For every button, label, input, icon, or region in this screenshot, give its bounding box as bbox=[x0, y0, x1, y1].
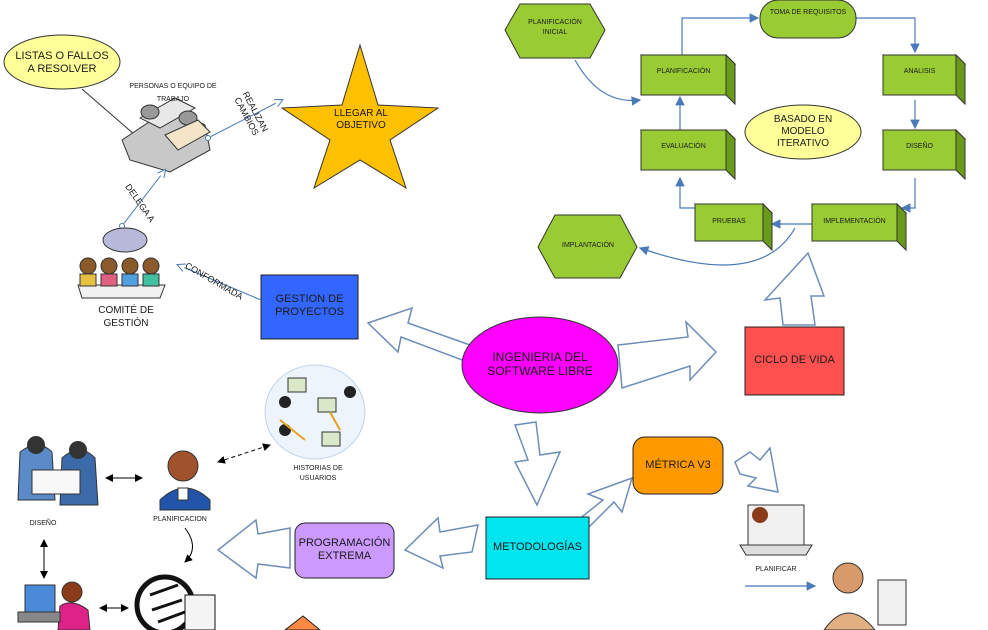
metodologias-box bbox=[485, 516, 590, 580]
lifecycle-boxes bbox=[639, 53, 967, 252]
gestion-label[interactable]: GESTION DE PROYECTOS bbox=[275, 293, 344, 318]
arrow-to-ciclo bbox=[617, 319, 718, 390]
box-analisis bbox=[881, 53, 967, 106]
planificacion-label: PLANIFICACIÓN bbox=[656, 68, 711, 75]
xp-planificacion-label: PLANIFICACION bbox=[153, 516, 207, 523]
planificacion-pruebas-link bbox=[184, 527, 193, 563]
designers-illustration bbox=[17, 436, 99, 506]
historias-planificacion-link bbox=[217, 443, 271, 464]
arrow-to-xp bbox=[403, 516, 479, 570]
arrow-to-planificar bbox=[734, 446, 779, 493]
box-pruebas bbox=[693, 202, 774, 252]
box-diseno bbox=[881, 128, 967, 181]
lifecycle-connectors bbox=[574, 13, 920, 266]
planificar-illustration bbox=[739, 504, 813, 556]
listas-ellipse bbox=[3, 34, 121, 90]
team-illustration bbox=[121, 97, 211, 173]
arrow-from-xp bbox=[216, 518, 291, 580]
gestion-box bbox=[260, 274, 359, 340]
orange-partial-shape bbox=[284, 615, 321, 630]
arrow-to-metodologias bbox=[513, 421, 562, 507]
central-topic-label[interactable]: INGENIERIA DEL SOFTWARE LIBRE bbox=[487, 350, 593, 378]
planificacion-inicial-label: PLANIFICACIÓN INICIAL bbox=[528, 19, 582, 36]
basado-ellipse bbox=[744, 104, 862, 160]
evaluacion-label: EVALUACIÓN bbox=[661, 143, 706, 150]
analisis-label: ANALISIS bbox=[903, 68, 936, 75]
toma-box bbox=[759, 0, 857, 39]
planificacion-person-illustration bbox=[159, 450, 211, 511]
box-evaluacion bbox=[639, 128, 737, 181]
hex-implantacion bbox=[537, 214, 638, 279]
comite-label: COMITÉ DE GESTIÓN bbox=[98, 305, 154, 329]
toma-label: TOMA DE REQUISITOS bbox=[769, 9, 847, 16]
pruebas-label: PRUEBAS bbox=[712, 218, 746, 225]
box-planificacion bbox=[639, 53, 737, 106]
ciclo-label[interactable]: CICLO DE VIDA bbox=[754, 354, 835, 366]
analyst-illustration bbox=[823, 562, 907, 630]
listas-label: LISTAS O FALLOS A RESOLVER bbox=[15, 50, 109, 75]
pruebas-illustration bbox=[134, 574, 216, 630]
objetivo-star bbox=[280, 43, 440, 190]
xp-box bbox=[294, 522, 395, 579]
arrow-to-gestion bbox=[366, 306, 472, 361]
developer-illustration bbox=[17, 581, 91, 630]
objetivo-label: LLEGAR AL OBJETIVO bbox=[334, 108, 388, 131]
historias-illustration bbox=[264, 364, 366, 460]
xp-diseno-label: DISEÑO bbox=[29, 520, 57, 527]
personas-label: PERSONAS O EQUIPO DE TRABAJO bbox=[129, 83, 217, 103]
metodologias-label[interactable]: METODOLOGÍAS bbox=[492, 541, 583, 553]
block-arrows bbox=[216, 251, 826, 580]
metrica-box bbox=[632, 436, 724, 495]
implantacion-label: IMPLANTACIÓN bbox=[562, 242, 614, 249]
metrica-label[interactable]: MÉTRICA V3 bbox=[645, 459, 711, 471]
implementacion-label: IMPLEMENTACIÓN bbox=[823, 218, 886, 225]
ciclo-box bbox=[744, 326, 845, 396]
xp-label[interactable]: PROGRAMACIÓN EXTREMA bbox=[298, 537, 391, 562]
box-implementacion bbox=[810, 202, 908, 252]
arrow-up-lifecycle bbox=[763, 251, 826, 326]
central-topic-ellipse bbox=[461, 316, 619, 414]
historias-label: HISTORIAS DE USUARIOS bbox=[293, 465, 343, 482]
diseno-label: DISEÑO bbox=[906, 143, 933, 150]
basado-label: BASADO EN MODELO ITERATIVO bbox=[773, 114, 833, 149]
planificar-label: PLANIFICAR bbox=[755, 566, 797, 573]
hex-planificacion-inicial bbox=[504, 3, 606, 59]
arrow-to-metrica bbox=[576, 476, 634, 532]
comite-illustration bbox=[77, 227, 166, 299]
